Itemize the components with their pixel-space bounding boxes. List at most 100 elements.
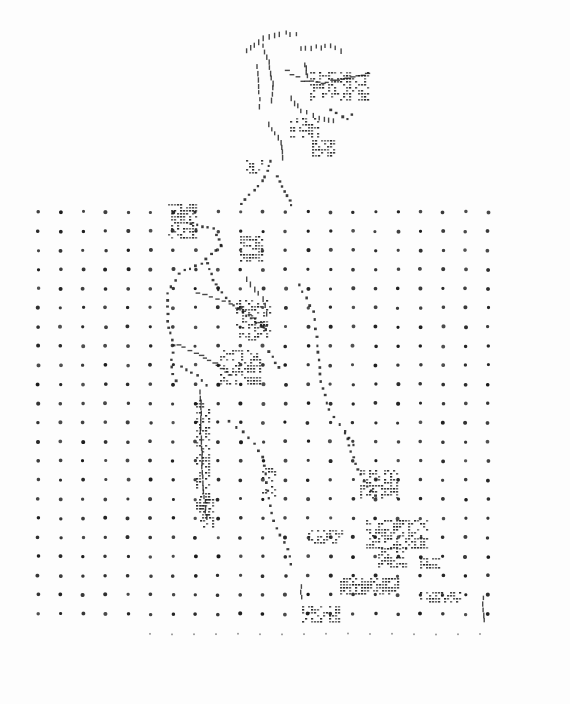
typed-mark: [378, 566, 381, 568]
typed-mark: [200, 410, 202, 416]
typed-mark: [323, 530, 326, 532]
typed-mark: [168, 234, 171, 236]
grid-dot: [148, 535, 152, 540]
typed-mark: [375, 532, 378, 534]
typed-mark: [450, 592, 453, 594]
typed-mark: [321, 387, 325, 390]
grid-dot: [193, 516, 197, 521]
typed-mark: [202, 485, 204, 491]
typed-mark: [384, 532, 387, 534]
typed-mark: [281, 144, 283, 150]
typed-mark: [313, 78, 316, 80]
typed-mark: [335, 542, 338, 544]
typed-mark: [206, 359, 212, 362]
typed-mark: [352, 90, 355, 92]
typed-mark: [444, 601, 447, 603]
typed-mark: [203, 505, 206, 507]
typed-mark: [208, 463, 211, 465]
typed-mark: [200, 419, 202, 425]
typed-mark: [200, 445, 203, 451]
grid-dot: [306, 286, 311, 291]
typed-mark: [390, 482, 393, 484]
typed-mark: [313, 90, 316, 92]
typed-mark: [232, 353, 235, 355]
typed-mark: [170, 358, 173, 361]
typed-mark: [166, 305, 169, 308]
grid-dot: [463, 574, 468, 578]
typed-mark: [349, 587, 352, 589]
grid-dot: [374, 421, 378, 425]
typed-mark: [369, 491, 372, 493]
grid-dot: [59, 611, 63, 616]
grid-dot: [373, 592, 377, 597]
typed-mark: [340, 590, 343, 592]
typed-mark: [393, 560, 396, 562]
typed-mark: [315, 155, 318, 157]
typed-mark: [349, 93, 352, 95]
grid-dot: [395, 574, 400, 578]
typed-mark: [308, 304, 312, 307]
typed-mark: [379, 593, 382, 595]
typed-mark: [447, 595, 450, 597]
faint-dot: [237, 632, 239, 635]
typed-mark: [215, 364, 221, 366]
typed-mark: [355, 75, 361, 77]
typed-mark: [166, 299, 170, 302]
typed-mark: [402, 535, 405, 537]
typed-mark: [350, 113, 354, 116]
grid-dot: [374, 611, 378, 616]
typed-mark: [322, 96, 325, 98]
typed-mark: [396, 488, 399, 490]
typed-mark: [332, 615, 335, 617]
grid-dot: [441, 286, 445, 290]
typed-mark: [369, 547, 372, 549]
typed-mark: [247, 371, 250, 373]
grid-dot: [193, 478, 197, 482]
typed-mark: [227, 419, 231, 423]
grid-dot: [463, 477, 468, 482]
typed-mark: [366, 523, 369, 525]
typed-mark: [274, 471, 277, 473]
typed-mark: [255, 172, 258, 174]
typed-mark: [208, 448, 211, 450]
typed-mark: [332, 530, 335, 532]
grid-dot: [125, 516, 130, 521]
typed-mark: [331, 72, 334, 74]
typed-mark: [214, 283, 218, 286]
typed-mark: [317, 358, 321, 362]
typed-mark: [321, 149, 324, 151]
grid-dot: [193, 287, 197, 291]
typed-mark: [202, 463, 205, 465]
typed-mark: [200, 379, 203, 382]
typed-mark: [290, 95, 292, 102]
typed-mark: [246, 160, 249, 162]
typed-mark: [311, 612, 314, 614]
grid-dot: [171, 248, 175, 252]
typed-mark: [258, 90, 260, 95]
grid-dot: [463, 555, 467, 559]
typed-mark: [308, 533, 311, 535]
typed-mark: [314, 127, 317, 129]
typed-mark: [384, 560, 387, 562]
typed-mark: [340, 581, 343, 583]
typed-mark: [243, 245, 246, 247]
typed-mark: [229, 383, 232, 385]
grid-dot: [238, 458, 243, 463]
typed-mark: [269, 312, 272, 314]
typed-mark: [200, 496, 203, 498]
typed-mark: [317, 127, 320, 129]
typed-mark: [235, 374, 238, 376]
typed-mark: [244, 368, 247, 370]
typed-mark: [453, 595, 456, 597]
typed-mark: [290, 204, 293, 207]
typed-mark: [183, 268, 186, 272]
typed-mark: [285, 194, 289, 198]
grid-dot: [80, 593, 85, 597]
grid-dot: [148, 402, 152, 406]
typed-mark: [399, 563, 402, 565]
grid-dot: [283, 535, 287, 540]
grid-dot: [395, 516, 400, 521]
typed-mark: [308, 539, 311, 541]
typed-mark: [193, 352, 199, 354]
typed-mark: [255, 257, 258, 259]
